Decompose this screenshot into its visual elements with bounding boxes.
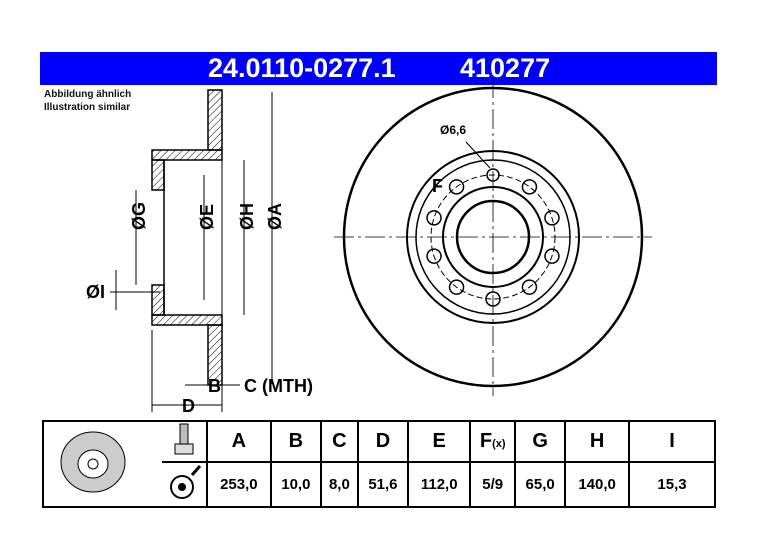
alt-number: 410277 bbox=[460, 53, 551, 83]
header-i: I bbox=[628, 420, 716, 463]
bolt-hole bbox=[485, 291, 501, 307]
spray-icon bbox=[162, 461, 208, 508]
value-h: 140,0 bbox=[564, 461, 630, 508]
label-b: B bbox=[208, 376, 221, 396]
note-line-en: Illustration similar bbox=[44, 102, 131, 113]
note-line-de: Abbildung ähnlich bbox=[44, 89, 132, 100]
bolt-hole bbox=[521, 279, 538, 295]
side-section-view bbox=[151, 89, 223, 386]
header-f: F(x) bbox=[469, 420, 516, 463]
value-f: 5/9 bbox=[469, 461, 516, 508]
header-c: C bbox=[319, 420, 359, 463]
bolt-hole bbox=[448, 279, 465, 295]
value-g: 65,0 bbox=[513, 461, 567, 508]
front-view bbox=[334, 78, 652, 396]
value-e: 112,0 bbox=[407, 461, 472, 508]
label-f: F bbox=[432, 176, 443, 196]
bolt-hole bbox=[544, 210, 560, 226]
label-c-mth: C (MTH) bbox=[244, 376, 313, 396]
bolt-hole bbox=[486, 168, 500, 182]
value-a: 253,0 bbox=[206, 461, 272, 508]
illustration-note: Abbildung ähnlich Illustration similar bbox=[44, 88, 131, 114]
label-dia-a: ØA bbox=[265, 203, 285, 230]
header-a: A bbox=[206, 420, 272, 463]
header-d: D bbox=[356, 420, 410, 463]
value-i: 15,3 bbox=[628, 461, 716, 508]
bolt-hole bbox=[544, 248, 560, 264]
label-dia-g: ØG bbox=[129, 202, 149, 230]
value-d: 51,6 bbox=[356, 461, 410, 508]
header-bar: 24.0110-0277.1 410277 bbox=[40, 52, 717, 85]
label-hole-dia: Ø6,6 bbox=[440, 123, 466, 137]
label-dia-h: ØH bbox=[237, 203, 257, 230]
disc-illustration bbox=[60, 431, 126, 492]
bolt-hole bbox=[426, 248, 442, 264]
label-dia-i: ØI bbox=[86, 282, 105, 302]
bolt-hole bbox=[521, 179, 538, 195]
header-e: E bbox=[407, 420, 472, 463]
header-b: B bbox=[269, 420, 322, 463]
label-dia-e: ØE bbox=[197, 204, 217, 230]
part-number: 24.0110-0277.1 bbox=[208, 53, 396, 83]
header-h: H bbox=[564, 420, 630, 463]
bolt-hole bbox=[426, 210, 442, 226]
value-b: 10,0 bbox=[269, 461, 322, 508]
brake-disc-icon bbox=[42, 420, 162, 508]
spec-table: A B C D E F(x) G H I 253,0 10,0 8,0 51,6… bbox=[42, 420, 716, 508]
bolt-hole bbox=[448, 179, 465, 195]
bolt-icon bbox=[162, 420, 208, 463]
value-c: 8,0 bbox=[319, 461, 359, 508]
header-g: G bbox=[513, 420, 567, 463]
dimension-lines bbox=[110, 92, 273, 412]
label-d: D bbox=[182, 396, 195, 416]
